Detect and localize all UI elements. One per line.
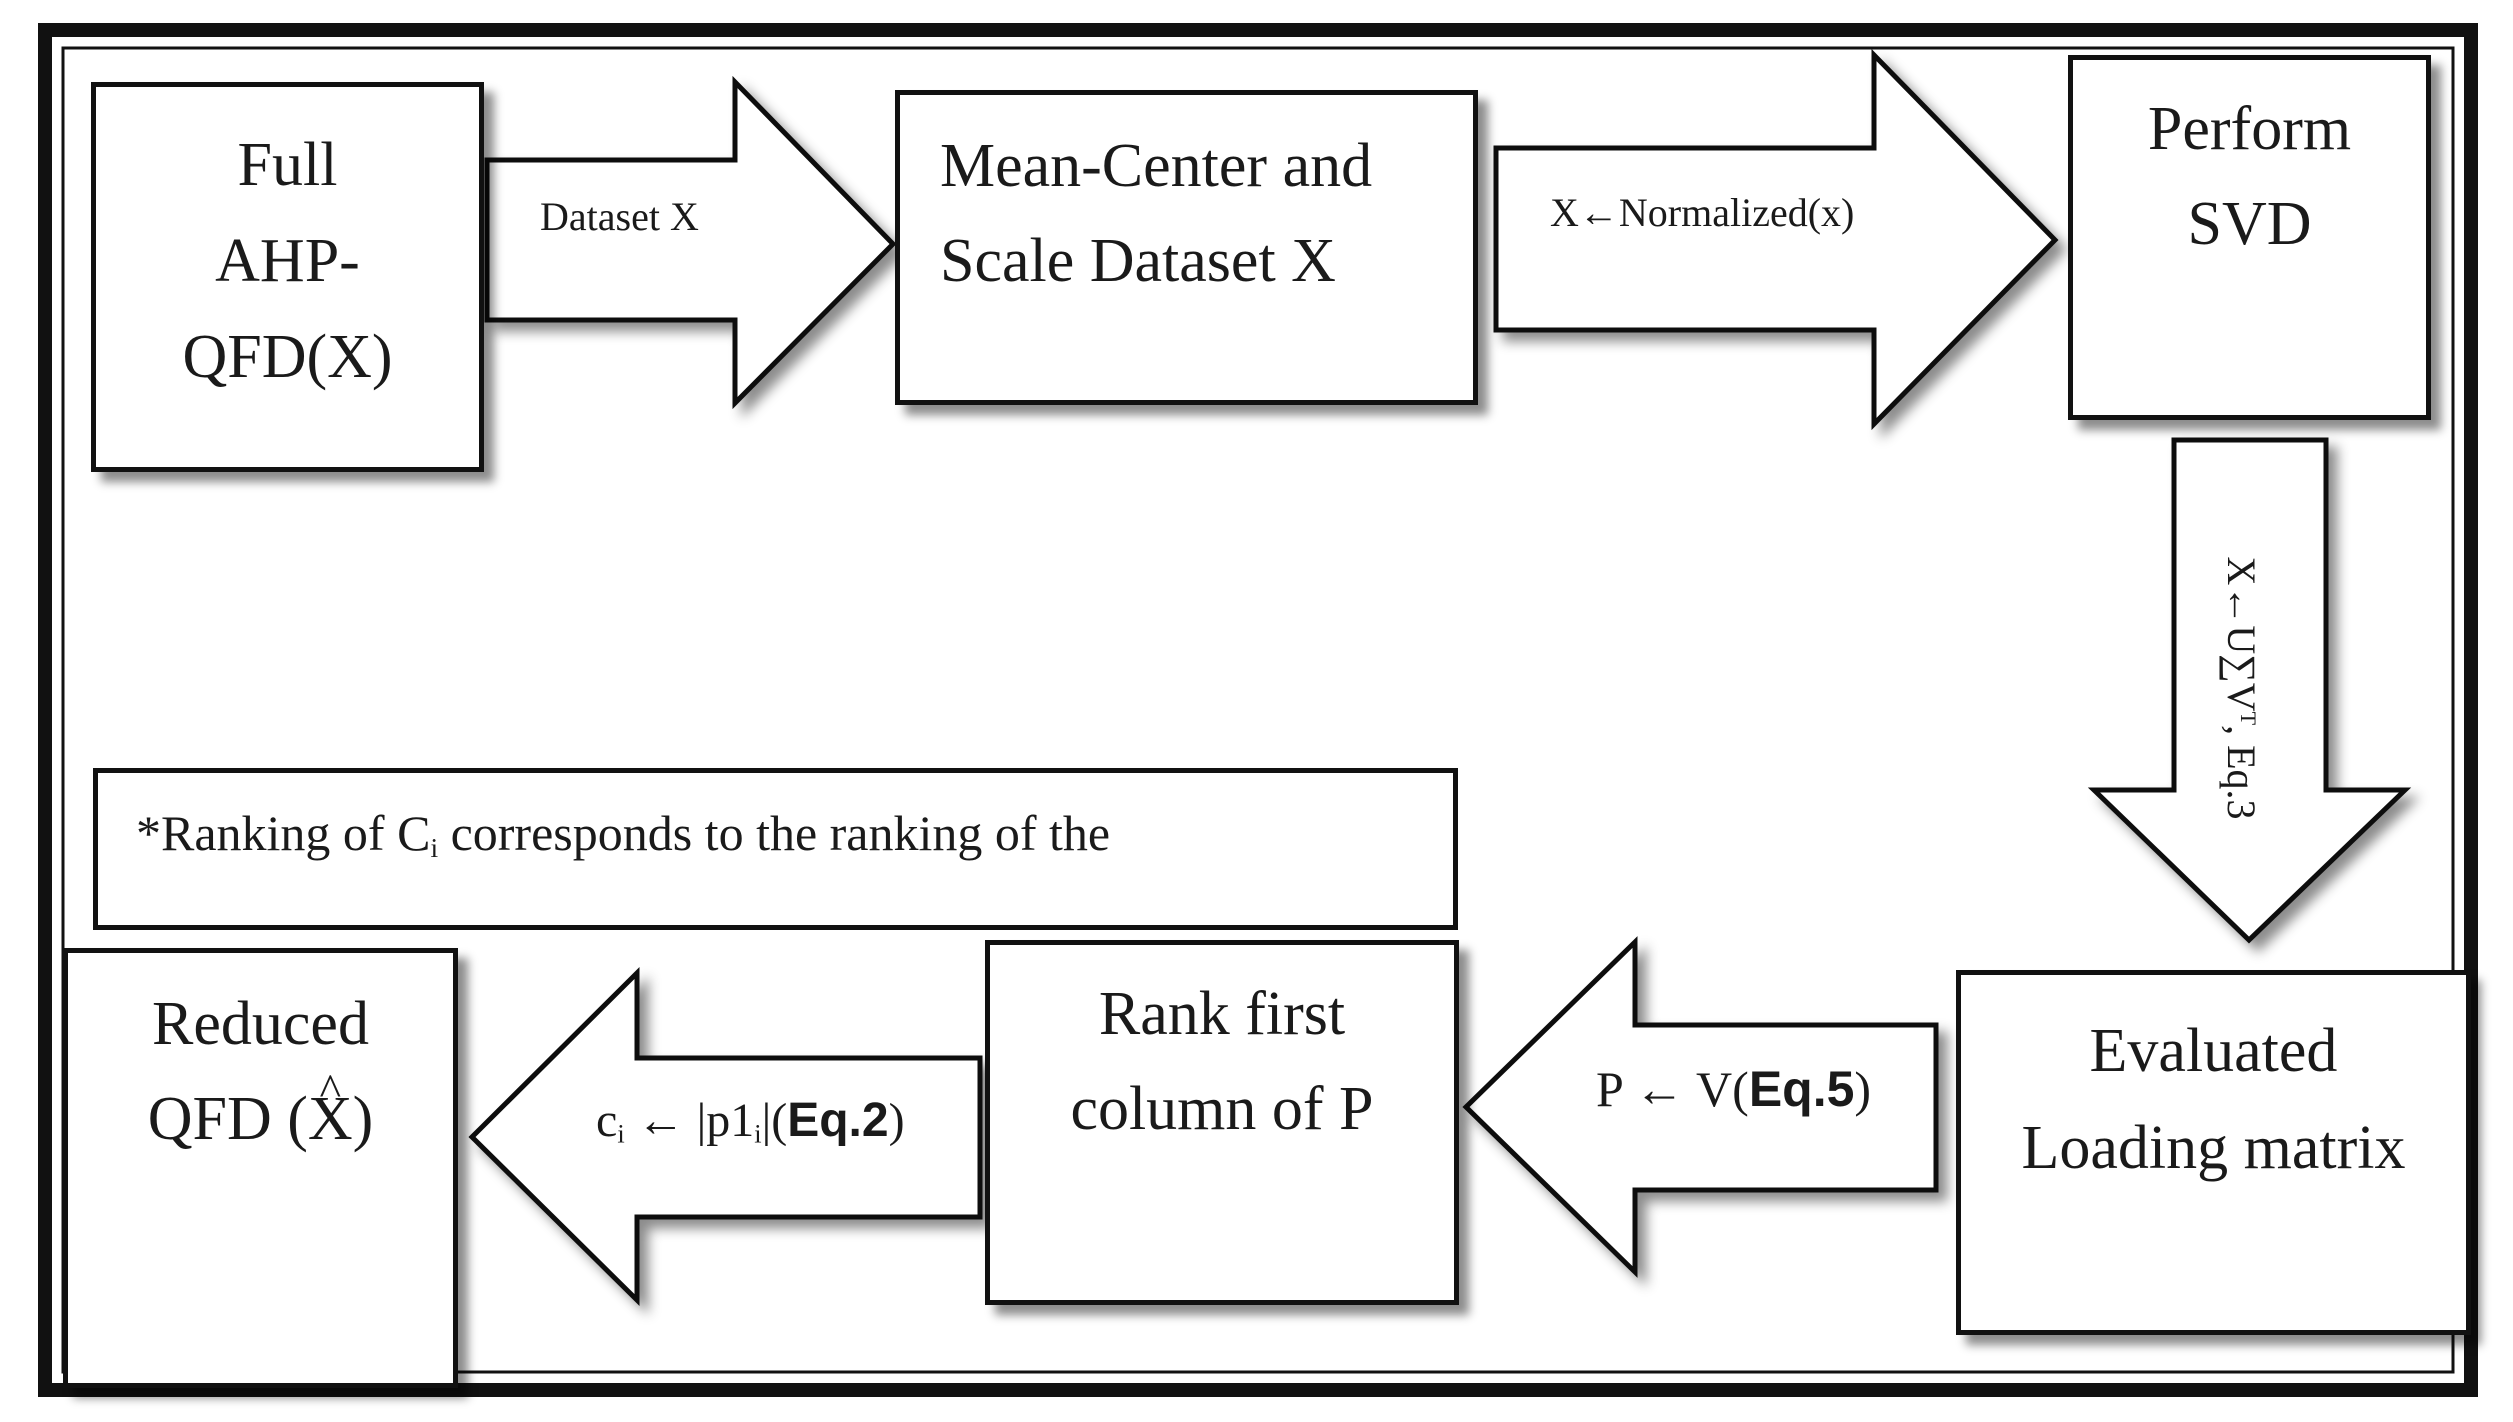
node-perform-svd: Perform SVD xyxy=(2068,55,2431,420)
svd-eq-prefix: X←U∑V xyxy=(2218,556,2264,712)
arrow-svd-eq xyxy=(2087,437,2412,944)
ranking-note-box: *Ranking of Ci corresponds to the rankin… xyxy=(93,768,1458,930)
p-eq5-bold: Eq.5 xyxy=(1748,1061,1855,1117)
node-full-ahp-qfd: Full AHP- QFD(X) xyxy=(91,82,484,472)
reduced-qfd-prefix: Reduced QFD ( xyxy=(147,990,369,1153)
edge-label-normalized: X←Normalized(x) xyxy=(1550,190,1855,235)
ci-mid: ← |p1 xyxy=(624,1094,755,1147)
inner-frame xyxy=(61,46,2455,1374)
ci-c-sub: i xyxy=(617,1118,625,1149)
node-full-ahp-qfd-label: Full AHP- QFD(X) xyxy=(182,131,393,391)
ci-bold: Eq.2 xyxy=(787,1094,889,1147)
edge-label-p-eq5: P ← V(Eq.5) xyxy=(1596,1058,1871,1120)
node-reduced-qfd: Reduced QFD (^X) xyxy=(63,948,458,1388)
reduced-qfd-var-letter: X xyxy=(307,1085,353,1153)
arrow-dataset-x xyxy=(484,75,897,410)
svd-eq-sup: T xyxy=(2236,711,2261,726)
reduced-qfd-var: ^X xyxy=(307,1064,353,1167)
ci-end: |( xyxy=(761,1094,788,1147)
node-rank-first-column: Rank first column of P xyxy=(985,940,1459,1305)
ranking-note-text: *Ranking of Ci corresponds to the rankin… xyxy=(136,801,1110,880)
ci-p-sub: i xyxy=(754,1118,762,1149)
node-evaluated-loading: Evaluated Loading matrix xyxy=(1956,970,2471,1335)
arrow-normalized xyxy=(1493,48,2059,431)
arrow-p-eq5 xyxy=(1462,936,1939,1278)
note-suffix: corresponds to the ranking of the xyxy=(438,805,1111,861)
edge-label-ci-eq2: ci ← |p1i|(Eq.2) xyxy=(596,1090,905,1165)
p-eq5-suffix: ) xyxy=(1854,1061,1872,1117)
ci-close: ) xyxy=(888,1094,905,1147)
x-hat-mark: ^ xyxy=(319,1064,342,1115)
node-evaluated-loading-label: Evaluated Loading matrix xyxy=(2021,1017,2406,1182)
edge-label-svd-eq: X←U∑VT, Eq.3 xyxy=(2218,513,2274,863)
note-prefix: *Ranking of C xyxy=(136,805,431,861)
svd-eq-suffix: , Eq.3 xyxy=(2218,725,2264,820)
node-perform-svd-label: Perform SVD xyxy=(2147,95,2352,258)
ci-c: c xyxy=(596,1094,618,1147)
node-mean-center: Mean-Center and Scale Dataset X xyxy=(895,90,1478,405)
node-reduced-qfd-label: Reduced QFD (^X) xyxy=(68,977,453,1167)
arrow-ci-eq2 xyxy=(468,966,983,1306)
note-sub: i xyxy=(430,831,439,863)
node-rank-first-column-label: Rank first column of P xyxy=(1070,980,1374,1143)
node-mean-center-label: Mean-Center and Scale Dataset X xyxy=(940,132,1373,295)
edge-label-dataset-x: Dataset X xyxy=(540,194,699,239)
p-eq5-prefix: P ← V( xyxy=(1596,1061,1749,1117)
reduced-qfd-suffix: ) xyxy=(352,1085,374,1153)
